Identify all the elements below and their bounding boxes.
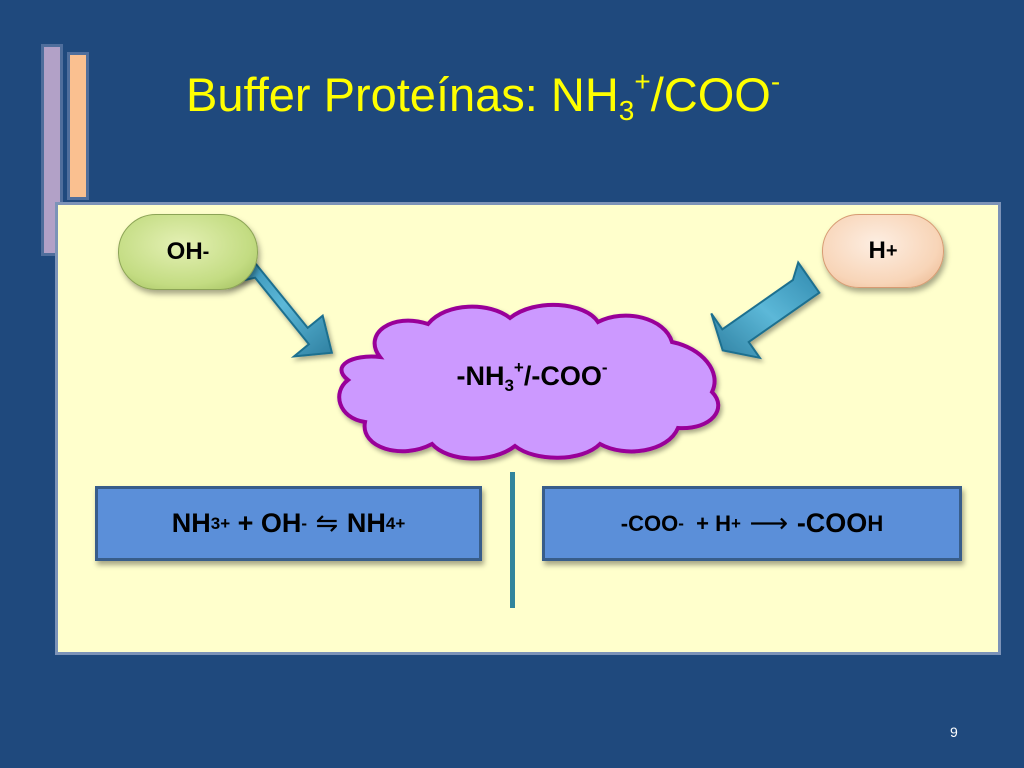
cloud-superscript: + bbox=[513, 358, 524, 377]
eq-right-term-4: H bbox=[867, 510, 884, 536]
title-subscript: 3 bbox=[618, 95, 635, 126]
page-number: 9 bbox=[950, 724, 958, 740]
title-text: Buffer Proteínas: NH bbox=[186, 68, 619, 121]
equilibrium-arrow-icon: ⇋ bbox=[307, 508, 347, 539]
cloud-text-2: /-COO bbox=[523, 361, 602, 391]
reaction-arrow-icon: ⟶ bbox=[740, 508, 797, 539]
eq-right-term-3: -COO bbox=[796, 508, 868, 538]
cloud-label: -NH3+/-COO- bbox=[352, 358, 712, 396]
cloud-shape bbox=[337, 302, 721, 461]
hydroxide-ion-pill: OH- bbox=[118, 214, 258, 290]
eq-left-sup-1: + bbox=[220, 513, 231, 533]
eq-right-term-2: + H bbox=[683, 510, 731, 536]
proton-ion-pill: H+ bbox=[822, 214, 944, 288]
eq-left-term-3: NH bbox=[346, 508, 386, 538]
eq-left-term-2: + OH bbox=[230, 508, 302, 538]
eq-right-sup-2: + bbox=[731, 513, 741, 533]
right-down-arrow-icon bbox=[224, 259, 334, 358]
eq-left-sub-1: 3 bbox=[210, 513, 221, 533]
oh-charge: - bbox=[202, 240, 210, 263]
eq-left-term-1: NH bbox=[171, 508, 211, 538]
title-text-rest: /COO bbox=[650, 68, 771, 121]
h-charge: + bbox=[885, 239, 898, 262]
left-down-arrow-icon bbox=[710, 260, 821, 360]
title-superscript: + bbox=[634, 66, 651, 97]
eq-left-sup-3: + bbox=[395, 513, 406, 533]
cloud-text-1: -NH bbox=[456, 361, 505, 391]
title-superscript-2: - bbox=[770, 66, 781, 97]
vertical-divider bbox=[510, 472, 515, 608]
oh-label: OH bbox=[166, 238, 203, 265]
h-label: H bbox=[868, 237, 886, 264]
eq-right-term-1: -COO bbox=[620, 510, 679, 536]
cloud-subscript: 3 bbox=[504, 376, 514, 395]
eq-left-sup-2: - bbox=[301, 513, 308, 533]
eq-left-sub-3: 4 bbox=[385, 513, 396, 533]
eq-right-sup-1: - bbox=[678, 513, 684, 533]
decorative-bar-orange bbox=[67, 52, 89, 200]
cloud-superscript-2: - bbox=[601, 358, 608, 377]
slide-title: Buffer Proteínas: NH3+/COO- bbox=[186, 52, 780, 141]
